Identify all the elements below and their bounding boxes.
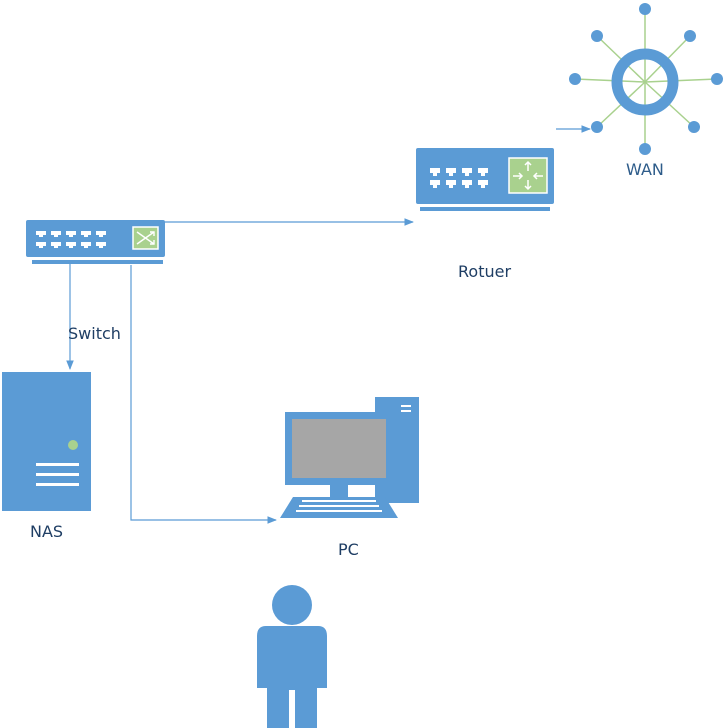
switch-icon bbox=[26, 220, 165, 264]
connector-switch-pc bbox=[130, 265, 277, 524]
router-label: Rotuer bbox=[458, 262, 512, 281]
pc-label: PC bbox=[338, 540, 359, 559]
globe-network-icon bbox=[569, 3, 723, 155]
switch-label: Switch bbox=[68, 324, 121, 343]
wan-label: WAN bbox=[626, 160, 664, 179]
nas-label: NAS bbox=[30, 522, 64, 541]
desktop-computer-icon bbox=[280, 397, 419, 518]
connectors bbox=[66, 125, 591, 524]
server-tower-icon bbox=[2, 372, 91, 511]
user-icon bbox=[257, 585, 327, 728]
router-icon bbox=[416, 148, 554, 211]
